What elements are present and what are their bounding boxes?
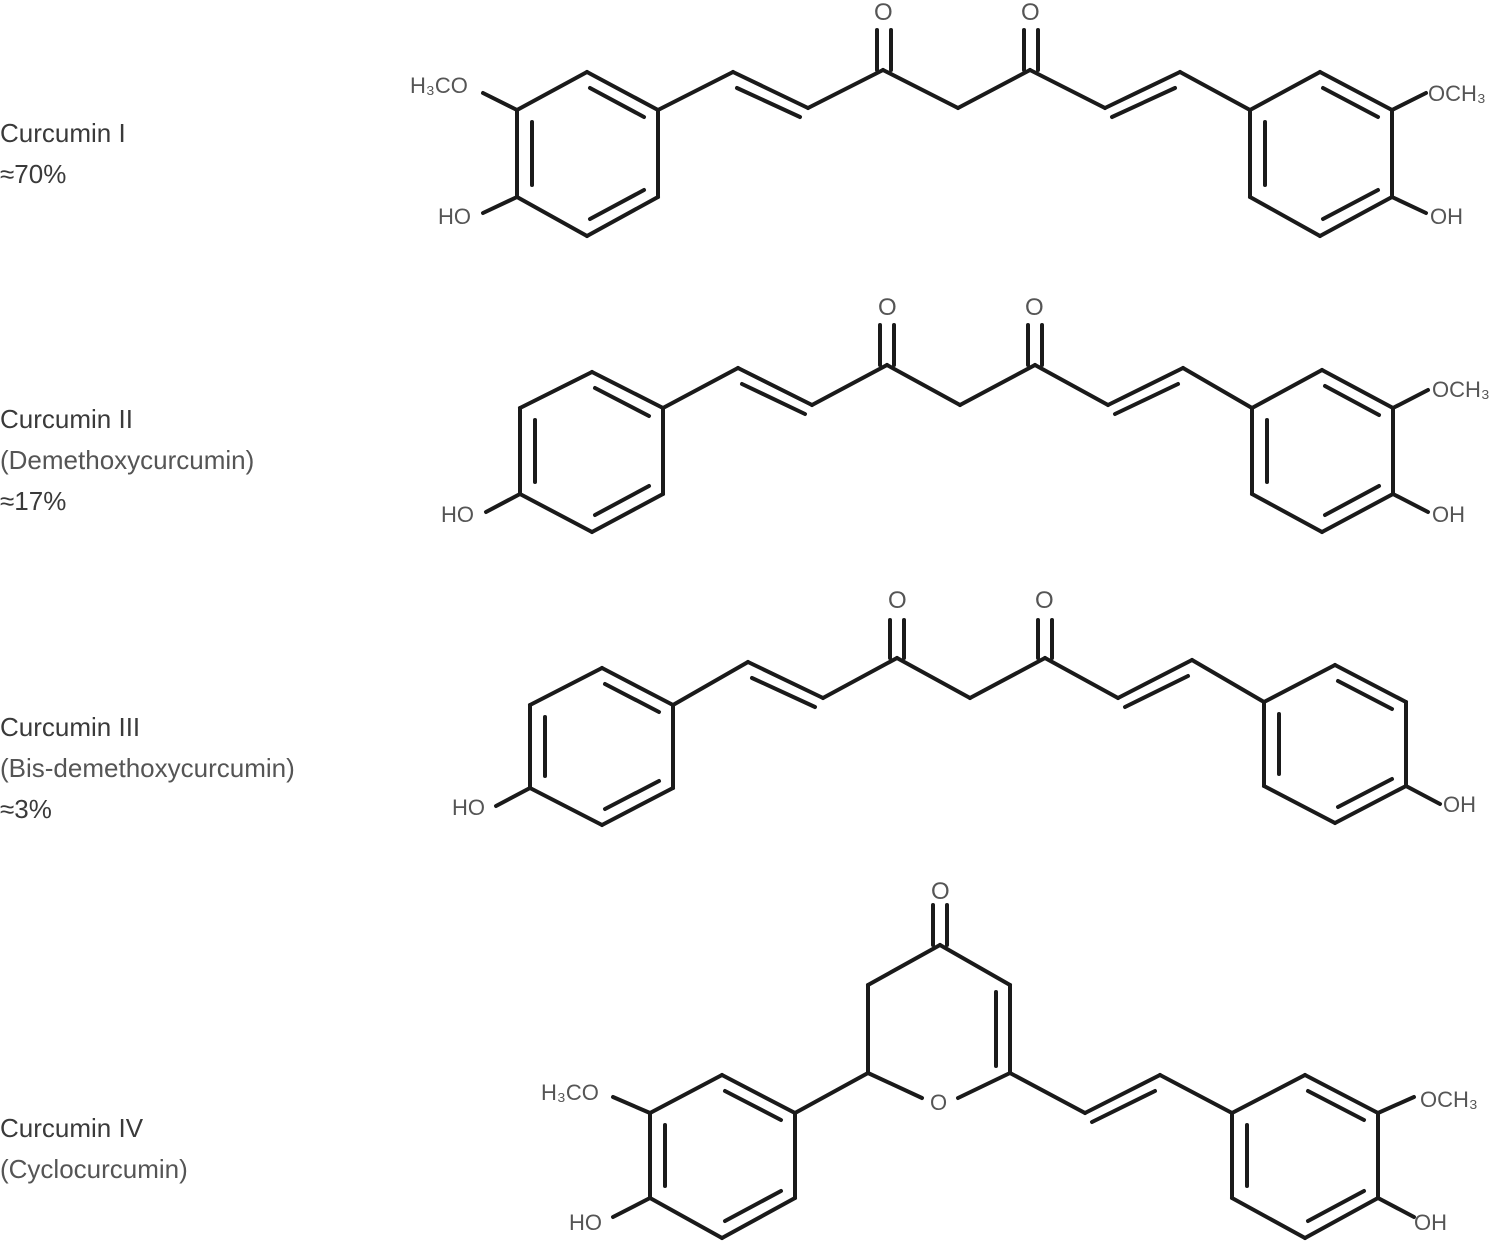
compound-alias: (Cyclocurcumin) xyxy=(0,1154,188,1184)
atom-label: O xyxy=(1025,294,1044,321)
atom-label: HO xyxy=(569,1210,602,1235)
structure-curcumin-4: O O H₃CO HO OCH₃ OH xyxy=(541,878,1478,1240)
atom-label: OCH₃ xyxy=(1432,377,1490,402)
compound-name: Curcumin IV xyxy=(0,1113,144,1143)
atom-label: O xyxy=(888,587,907,614)
compound-alias: (Bis-demethoxycurcumin) xyxy=(0,753,295,783)
atom-label: HO xyxy=(452,795,485,820)
atom-label: O xyxy=(930,1090,947,1115)
atom-label: H₃CO xyxy=(541,1080,599,1105)
compound-name: Curcumin I xyxy=(0,118,126,148)
compound-alias: (Demethoxycurcumin) xyxy=(0,445,255,475)
compound-label-curcumin-1: Curcumin I ≈70% xyxy=(0,113,126,195)
compound-abundance: ≈17% xyxy=(0,486,67,516)
atom-label: OH xyxy=(1443,792,1476,817)
compound-label-curcumin-4: Curcumin IV (Cyclocurcumin) xyxy=(0,1108,188,1190)
atom-label: O xyxy=(1035,587,1054,614)
atom-label: OH xyxy=(1414,1210,1447,1235)
structure-curcumin-1: O O H₃CO HO OCH₃ OH xyxy=(410,0,1486,238)
atom-label: HO xyxy=(438,204,471,229)
atom-label: OCH₃ xyxy=(1428,81,1486,106)
atom-label: O xyxy=(878,294,897,321)
compound-label-curcumin-3: Curcumin III (Bis-demethoxycurcumin) ≈3% xyxy=(0,707,295,830)
atom-label: H₃CO xyxy=(410,73,468,98)
compound-label-curcumin-2: Curcumin II (Demethoxycurcumin) ≈17% xyxy=(0,399,254,522)
structure-curcumin-3: O O HO OH xyxy=(452,587,1476,827)
atom-label: O xyxy=(874,0,893,26)
atom-label: O xyxy=(931,878,950,905)
structure-curcumin-2: O O HO OCH₃ OH xyxy=(441,294,1490,534)
atom-label: OCH₃ xyxy=(1420,1087,1478,1112)
compound-name: Curcumin II xyxy=(0,404,133,434)
atom-label: OH xyxy=(1430,204,1463,229)
atom-label: HO xyxy=(441,502,474,527)
atom-label: O xyxy=(1021,0,1040,26)
compound-name: Curcumin III xyxy=(0,712,141,742)
compound-abundance: ≈3% xyxy=(0,794,52,824)
compound-abundance: ≈70% xyxy=(0,159,67,189)
atom-label: OH xyxy=(1432,502,1465,527)
